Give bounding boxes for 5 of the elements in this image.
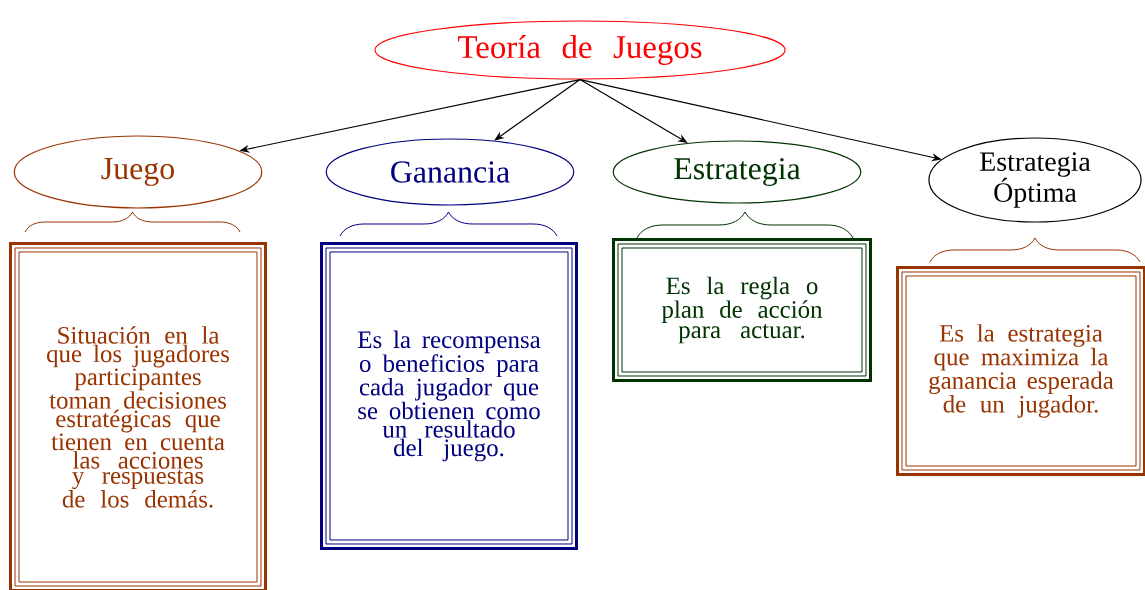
definition-box: Es la estrategia que maximiza la ganancia esperada de un jugador.: [896, 266, 1145, 476]
definition-box: Es la recompensa o beneficios para cada jugador que se obtienen como un resultado del juego.: [320, 242, 578, 550]
arrow: [494, 79, 581, 141]
definition-box: Es la regla o plan de acción para actuar.: [612, 238, 872, 382]
definition-box: Situación en la que los jugadores participantes toman decisiones estratégicas que tienen en cuenta las acciones y respuestas de los demás.: [9, 242, 267, 590]
